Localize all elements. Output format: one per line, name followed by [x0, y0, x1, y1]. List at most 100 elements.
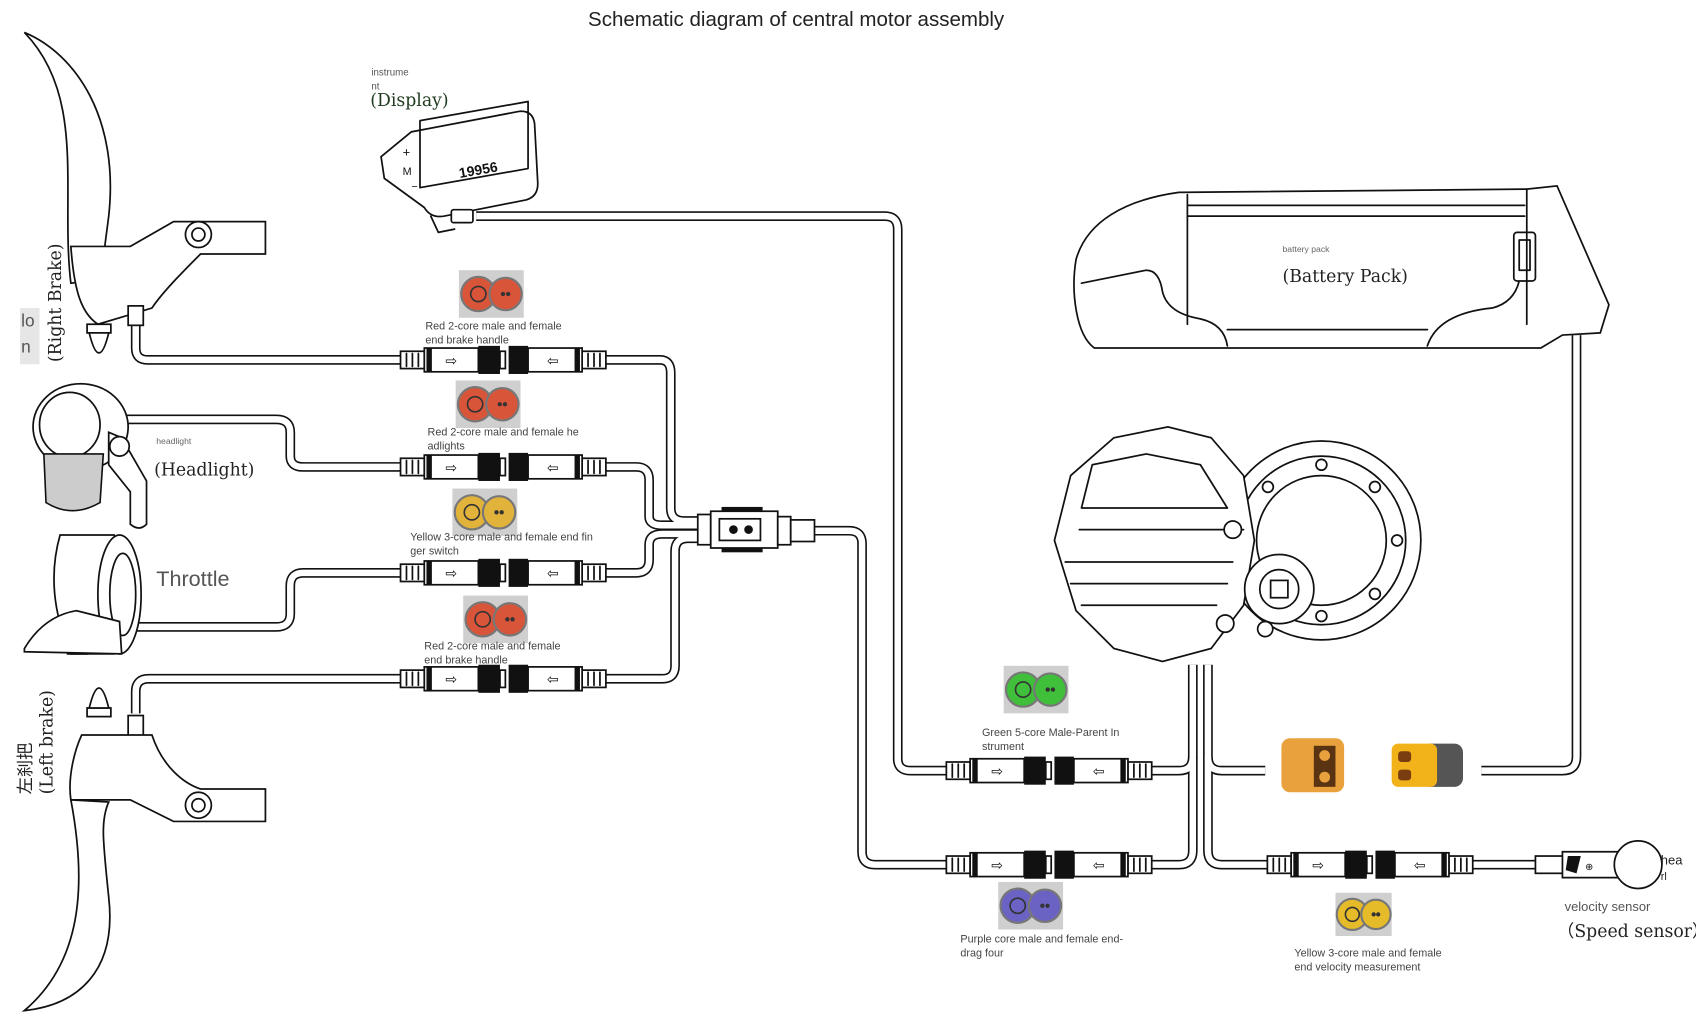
connector-label: Red 2-core male and female	[425, 321, 561, 333]
arrow-left-icon: ⇦	[547, 460, 559, 476]
connector-label: Red 2-core male and female he	[428, 427, 579, 439]
mode-button-icon: M	[403, 166, 412, 178]
arrow-right-icon: ⇨	[445, 566, 457, 582]
cable	[605, 356, 698, 525]
arrow-left-icon: ⇦	[547, 672, 559, 688]
arrow-right-icon: ⇨	[991, 858, 1003, 874]
right-brake-label: (Right Brake)	[46, 243, 66, 362]
cable	[132, 324, 401, 364]
arrow-left-icon: ⇦	[1093, 764, 1105, 780]
arrow-right-icon: ⇨	[991, 764, 1003, 780]
headlight-unit	[32, 382, 148, 529]
connector-photo	[452, 488, 518, 537]
arrow-left-icon: ⇦	[1414, 858, 1426, 874]
connector-label: adlights	[428, 441, 466, 453]
connector-photo	[1335, 892, 1392, 937]
cable-outline	[1203, 664, 1266, 776]
headlight-small-label: headlight	[156, 436, 192, 446]
arrow-right-icon: ⇨	[445, 353, 457, 369]
display-small-label: instrume	[371, 68, 408, 79]
connector-label: Red 2-core male and female	[424, 641, 560, 653]
connector-drag-four: ⇨⇦	[945, 850, 1153, 879]
diagram-title: Schematic diagram of central motor assem…	[588, 8, 1005, 31]
cable	[1151, 756, 1197, 868]
connector-photo	[458, 270, 524, 318]
speed-sensor-small-label: velocity sensor	[1565, 899, 1651, 914]
cable-outline	[130, 673, 401, 714]
connector-label: Purple core male and female end-	[960, 934, 1123, 946]
connector-label: Yellow 3-core male and female	[1294, 948, 1441, 960]
connector-instrument: ⇨⇦	[945, 756, 1153, 785]
cable	[1204, 664, 1266, 774]
power-connector-female	[1391, 743, 1464, 787]
speed-sensor-fragment: rl	[1661, 871, 1667, 883]
cable	[605, 530, 698, 577]
junction-hub	[696, 506, 816, 553]
connector-photo	[463, 595, 529, 644]
right-brake-fragment: lo	[21, 310, 34, 330]
cable-outline	[1151, 664, 1198, 776]
arrow-right-icon: ⇨	[445, 460, 457, 476]
connector-label: Yellow 3-core male and female end fin	[410, 531, 593, 543]
speed-sensor-fragment: hea	[1661, 853, 1683, 868]
display-readout: 19956	[458, 158, 499, 181]
connector-label: strument	[982, 741, 1024, 753]
label-fragment-bg	[20, 308, 40, 365]
connector-label: end brake handle	[425, 335, 508, 347]
cable	[1481, 335, 1580, 774]
cable-outline	[130, 324, 401, 365]
cable	[605, 535, 698, 683]
connector-label: ger switch	[410, 545, 459, 557]
left-brake-label-cn: 左刹把	[16, 743, 36, 795]
connector-left-brake: ⇨⇦	[399, 664, 607, 693]
connector-finger-switch: ⇨⇦	[399, 558, 607, 587]
cable	[605, 463, 698, 529]
cable	[814, 527, 950, 868]
connector-label: end brake handle	[424, 655, 507, 667]
connector-photo	[998, 881, 1064, 930]
cable	[124, 569, 401, 631]
cable	[1204, 756, 1268, 868]
display-label: (Display)	[370, 91, 448, 111]
throttle-unit	[23, 534, 142, 655]
connector-velocity: ⇨⇦	[1266, 850, 1474, 879]
connector-headlight: ⇨⇦	[399, 452, 607, 481]
speed-sensor-label: （Speed sensor）	[1557, 922, 1696, 942]
cable-outline	[814, 525, 950, 870]
speed-sensor: ⊕	[1534, 840, 1663, 890]
display-small-label: nt	[371, 82, 379, 93]
cable	[132, 675, 401, 714]
svg-text:⊕: ⊕	[1585, 862, 1593, 873]
connector-label: drag four	[960, 948, 1004, 960]
battery-small-label: battery pack	[1283, 244, 1331, 254]
plus-button-icon: +	[403, 145, 411, 160]
connector-photo	[1003, 665, 1069, 714]
connector-label: Green 5-core Male-Parent In	[982, 727, 1119, 739]
arrow-left-icon: ⇦	[547, 353, 559, 369]
cable	[476, 212, 950, 774]
arrow-right-icon: ⇨	[445, 672, 457, 688]
left-brake-label: (Left brake)	[37, 690, 57, 794]
cables	[124, 211, 1582, 870]
battery-label: (Battery Pack)	[1283, 267, 1408, 287]
left-brake-lever	[21, 687, 267, 1012]
connector-label: end velocity measurement	[1294, 962, 1420, 974]
connector-photo	[455, 380, 521, 429]
right-brake-fragment: n	[21, 336, 31, 356]
headlight-label: (Headlight)	[154, 461, 254, 481]
display-unit: + M − 19956	[380, 100, 539, 234]
arrow-left-icon: ⇦	[547, 566, 559, 582]
right-brake-lever	[23, 31, 267, 354]
cable-outline	[1481, 335, 1582, 776]
arrow-right-icon: ⇨	[1312, 858, 1324, 874]
central-motor	[1053, 426, 1422, 663]
connector-right-brake: ⇨⇦	[399, 345, 607, 374]
throttle-label: Throttle	[156, 566, 229, 591]
power-connector-male	[1281, 738, 1345, 793]
arrow-left-icon: ⇦	[1093, 858, 1105, 874]
battery-pack	[1073, 184, 1610, 349]
minus-button-icon: −	[411, 181, 417, 193]
cable	[124, 416, 401, 471]
